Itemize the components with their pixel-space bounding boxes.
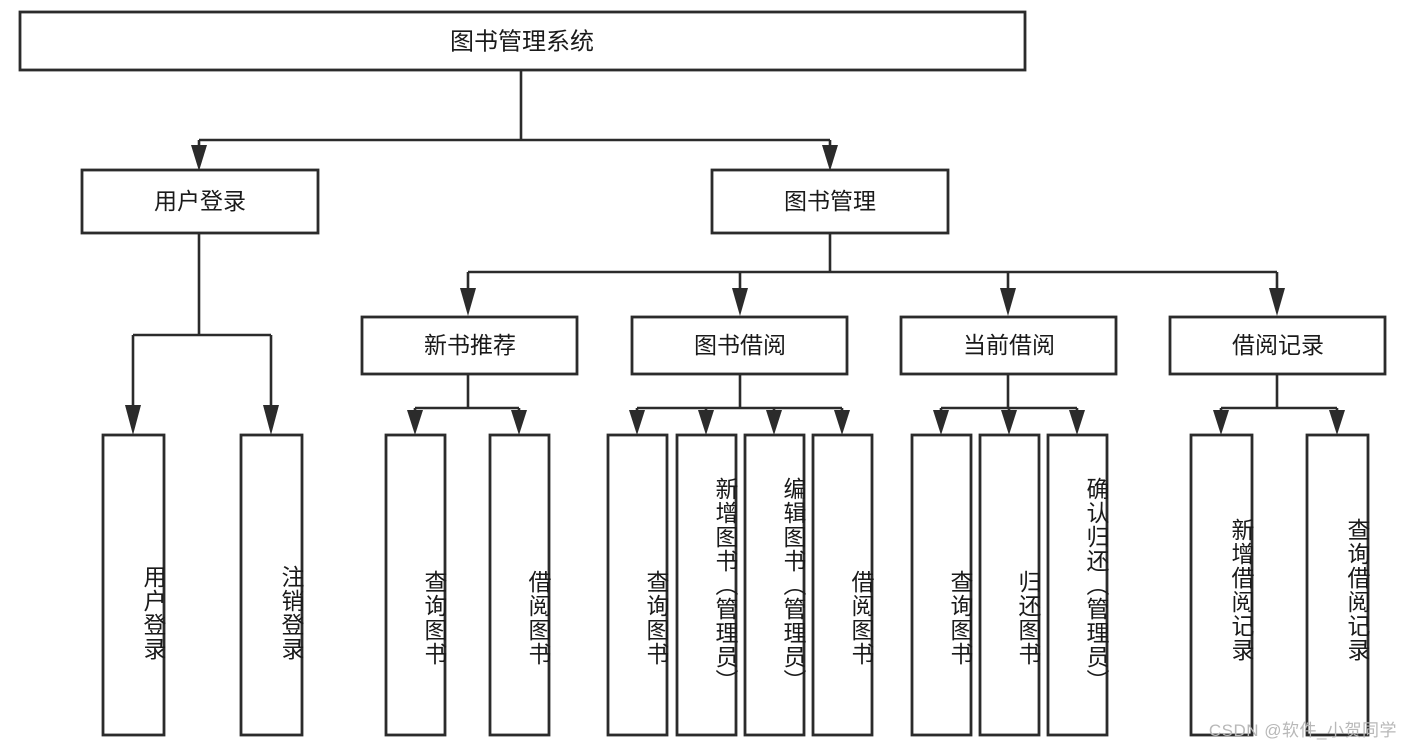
node-book-manage[interactable]: 图书管理 <box>710 168 950 235</box>
edge-group-user-login <box>125 233 279 435</box>
arrow-head-user-login <box>191 145 207 171</box>
node-book-borrow-box[interactable] <box>630 315 849 376</box>
edge-group-book-manage <box>460 233 1285 316</box>
node-user-login-label: 用户登录 <box>154 188 246 214</box>
node-leaf-confirm-return-box[interactable] <box>1046 433 1109 737</box>
arrow-head-leaf-borrow-book-1 <box>511 410 527 435</box>
node-current-borrow[interactable]: 当前借阅 <box>899 315 1118 376</box>
edge-group-borrow-record <box>1213 374 1345 435</box>
edge-group-new-book-rec <box>407 374 527 435</box>
csdn-watermark: CSDN @软件_小贺同学 <box>1208 721 1397 740</box>
node-leaf-query-book-1-box[interactable] <box>384 433 447 737</box>
arrow-head-leaf-logout-login <box>263 405 279 435</box>
arrow-head-borrow-record <box>1269 288 1285 316</box>
arrow-head-new-book-rec <box>460 288 476 316</box>
node-borrow-record-box[interactable] <box>1168 315 1387 376</box>
arrow-head-leaf-query-book-2 <box>629 410 645 435</box>
node-leaf-borrow-book-1-box[interactable] <box>488 433 551 737</box>
arrow-head-book-borrow <box>732 288 748 316</box>
node-leaf-borrow-book-2-box[interactable] <box>811 433 874 737</box>
node-book-borrow[interactable]: 图书借阅 <box>630 315 849 376</box>
arrow-head-leaf-add-record <box>1213 410 1229 435</box>
arrow-head-leaf-user-login <box>125 405 141 435</box>
node-leaf-return-book-box[interactable] <box>978 433 1041 737</box>
node-leaf-query-book-3-box[interactable] <box>910 433 973 737</box>
node-leaf-query-record-box[interactable] <box>1305 433 1370 737</box>
node-borrow-record[interactable]: 借阅记录 <box>1168 315 1387 376</box>
edge-group-book-borrow <box>629 374 850 435</box>
node-leaf-user-login-box[interactable] <box>101 433 166 737</box>
node-current-borrow-label: 当前借阅 <box>963 332 1055 358</box>
node-leaf-add-record-box[interactable] <box>1189 433 1254 737</box>
node-book-borrow-label: 图书借阅 <box>694 332 786 358</box>
edge-group-current-borrow <box>933 374 1085 435</box>
node-current-borrow-box[interactable] <box>899 315 1118 376</box>
node-user-login-box[interactable] <box>80 168 320 235</box>
node-leaf-edit-book-box[interactable] <box>743 433 806 737</box>
node-root-box[interactable] <box>18 10 1027 72</box>
arrow-head-leaf-query-book-1 <box>407 410 423 435</box>
node-book-manage-box[interactable] <box>710 168 950 235</box>
node-leaf-add-book-box[interactable] <box>675 433 738 737</box>
arrow-head-current-borrow <box>1000 288 1016 316</box>
arrow-head-leaf-query-record <box>1329 410 1345 435</box>
node-book-manage-label: 图书管理 <box>784 188 876 214</box>
arrow-head-leaf-query-book-3 <box>933 410 949 435</box>
arrow-head-leaf-borrow-book-2 <box>834 410 850 435</box>
node-borrow-record-label: 借阅记录 <box>1232 332 1324 358</box>
node-leaf-query-book-2-box[interactable] <box>606 433 669 737</box>
node-leaf-logout-login-box[interactable] <box>239 433 304 737</box>
node-new-book-rec-label: 新书推荐 <box>424 332 516 358</box>
arrow-head-leaf-add-book <box>698 410 714 435</box>
node-new-book-rec[interactable]: 新书推荐 <box>360 315 579 376</box>
node-user-login[interactable]: 用户登录 <box>80 168 320 235</box>
leaf-boxes <box>101 433 1370 737</box>
node-new-book-rec-box[interactable] <box>360 315 579 376</box>
arrow-head-leaf-edit-book <box>766 410 782 435</box>
node-root-label: 图书管理系统 <box>450 28 594 55</box>
arrow-head-book-manage <box>822 145 838 171</box>
node-root[interactable]: 图书管理系统 <box>18 10 1027 72</box>
arrow-head-leaf-return-book <box>1001 410 1017 435</box>
edge-group-root <box>191 70 838 171</box>
arrow-head-leaf-confirm-return <box>1069 410 1085 435</box>
